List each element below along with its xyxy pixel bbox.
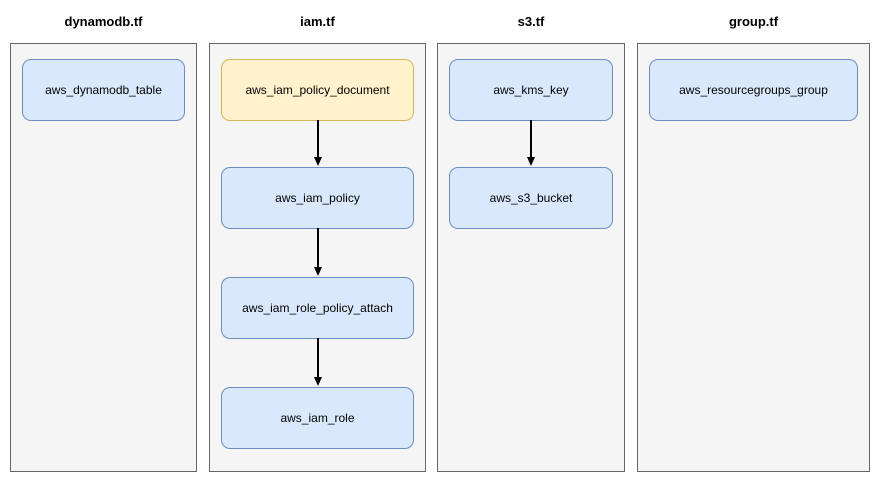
file-container-iam-tf[interactable]: aws_iam_policy_document aws_iam_policy a…: [209, 43, 426, 472]
edge-aws-iam-policy-to-aws-iam-role-policy-attach[interactable]: [313, 228, 322, 276]
file-title-s3-tf: s3.tf: [517, 14, 545, 29]
node-aws-s3-bucket[interactable]: aws_s3_bucket: [449, 167, 613, 229]
file-title-iam-tf: iam.tf: [300, 14, 335, 29]
file-container-group-tf[interactable]: aws_resourcegroups_group: [637, 43, 870, 472]
node-aws-iam-policy[interactable]: aws_iam_policy: [221, 167, 414, 229]
node-aws-kms-key[interactable]: aws_kms_key: [449, 59, 613, 121]
edge-aws-iam-role-policy-attach-to-aws-iam-role[interactable]: [313, 338, 322, 386]
node-aws-resourcegroups-group[interactable]: aws_resourcegroups_group: [649, 59, 858, 121]
node-aws-iam-policy-document[interactable]: aws_iam_policy_document: [221, 59, 414, 121]
edge-aws-iam-policy-document-to-aws-iam-policy[interactable]: [313, 120, 322, 166]
file-title-dynamodb-tf: dynamodb.tf: [64, 14, 143, 29]
node-aws-dynamodb-table[interactable]: aws_dynamodb_table: [22, 59, 185, 121]
file-container-dynamodb-tf[interactable]: aws_dynamodb_table: [10, 43, 197, 472]
file-title-group-tf: group.tf: [728, 14, 779, 29]
edge-aws-kms-key-to-aws-s3-bucket[interactable]: [526, 120, 535, 166]
node-aws-iam-role-policy-attach[interactable]: aws_iam_role_policy_attach: [221, 277, 414, 339]
node-aws-iam-role[interactable]: aws_iam_role: [221, 387, 414, 449]
file-container-s3-tf[interactable]: aws_kms_key aws_s3_bucket: [437, 43, 625, 472]
